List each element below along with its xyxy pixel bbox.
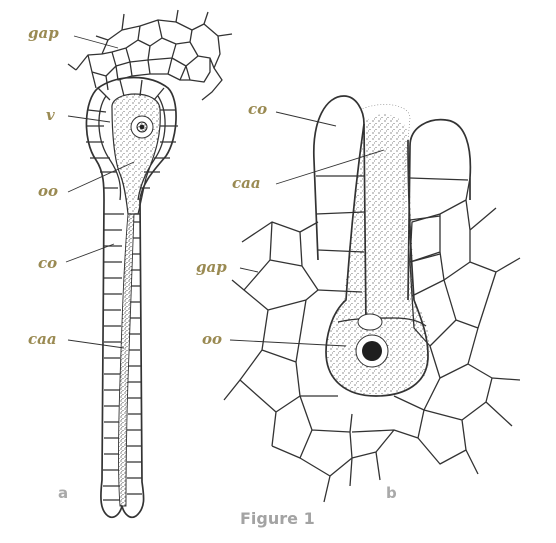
gametophyte-cells-b <box>223 177 521 503</box>
figure-caption: Figure 1 <box>240 509 315 528</box>
label-co-b: co <box>248 100 267 118</box>
label-caa-a: caa <box>28 330 57 348</box>
label-gap-a: gap <box>28 24 59 42</box>
leader-oo-a <box>67 161 135 193</box>
leader-caa-a <box>67 339 125 349</box>
panel-letter-a: a <box>58 484 68 502</box>
leader-gap-a <box>73 35 119 49</box>
panel-b-drawing: co caa gap oo b <box>196 95 521 503</box>
label-gap-b: gap <box>196 258 227 276</box>
egg-boundary-b <box>337 317 427 327</box>
leader-co-a <box>65 243 115 263</box>
egg-nucleus-b <box>362 341 382 361</box>
gametophyte-cells-a <box>67 9 233 101</box>
leader-caa-b <box>275 149 385 185</box>
label-caa-b: caa <box>232 174 261 192</box>
ventral-canal-cell-b <box>357 313 383 331</box>
panel-letter-b: b <box>386 484 397 502</box>
leader-v-a <box>67 115 111 123</box>
egg-chamber-b <box>325 123 429 397</box>
label-oo-a: oo <box>38 182 58 200</box>
label-oo-b: oo <box>202 330 222 348</box>
label-v-a: v <box>46 106 55 124</box>
panel-a-drawing: gap v oo co caa a <box>28 9 233 519</box>
neck-cells-b <box>313 95 472 331</box>
label-co-a: co <box>38 254 57 272</box>
leader-oo-b <box>229 339 347 347</box>
leader-gap-b <box>239 267 259 273</box>
leader-co-b <box>275 111 337 127</box>
archegonium-a <box>85 76 178 519</box>
